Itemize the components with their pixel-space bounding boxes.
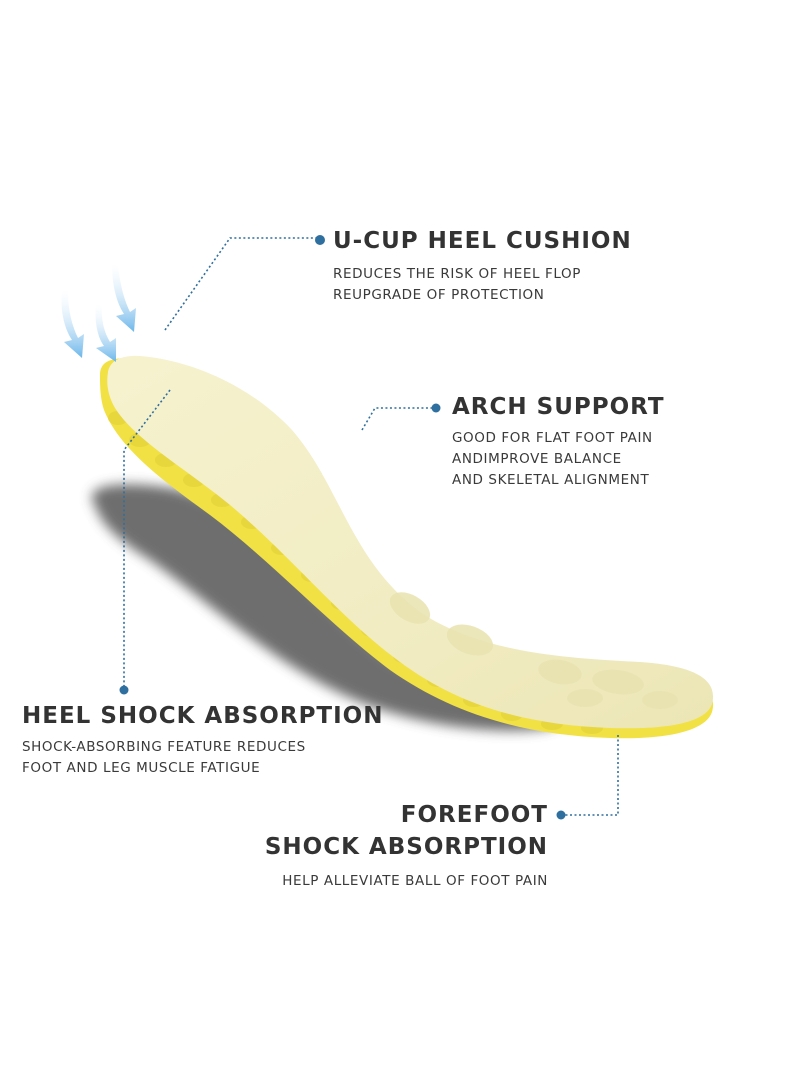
feature-description: HELP ALLEVIATE BALL OF FOOT PAIN — [265, 871, 548, 892]
feature-description: SHOCK-ABSORBING FEATURE REDUCES FOOT AND… — [22, 737, 383, 779]
description-line: GOOD FOR FLAT FOOT PAIN — [452, 430, 653, 446]
feature-arch-support: ARCH SUPPORT GOOD FOR FLAT FOOT PAIN AND… — [452, 394, 665, 491]
feature-heel-cushion: U-CUP HEEL CUSHION REDUCES THE RISK OF H… — [333, 228, 632, 306]
dot-icon — [119, 235, 566, 820]
feature-title: ARCH SUPPORT — [452, 394, 665, 420]
feature-title: HEEL SHOCK ABSORPTION — [22, 703, 384, 729]
feature-forefoot-shock-absorption: FOREFOOT SHOCK ABSORPTION HELP ALLEVIATE… — [265, 799, 548, 892]
feature-title: U-CUP HEEL CUSHION — [333, 228, 632, 254]
feature-description: GOOD FOR FLAT FOOT PAIN ANDIMPROVE BALAN… — [452, 428, 665, 491]
embossed-pads — [389, 592, 678, 709]
insole-top-surface — [107, 355, 714, 729]
description-line: HELP ALLEVIATE BALL OF FOOT PAIN — [282, 873, 548, 889]
description-line: SHOCK-ABSORBING FEATURE REDUCES — [22, 739, 306, 755]
feature-description: REDUCES THE RISK OF HEEL FLOP REUPGRADE … — [333, 264, 632, 306]
description-line: ANDIMPROVE BALANCE — [452, 451, 622, 467]
feature-heel-shock-absorption: HEEL SHOCK ABSORPTION SHOCK-ABSORBING FE… — [22, 703, 383, 779]
description-line: REDUCES THE RISK OF HEEL FLOP — [333, 266, 581, 282]
leader-lines — [123, 237, 619, 816]
description-line: FOOT AND LEG MUSCLE FATIGUE — [22, 760, 261, 776]
description-line: AND SKELETAL ALIGNMENT — [452, 472, 650, 488]
down-curved-arrow-icon — [61, 264, 136, 362]
feature-title-line: FOREFOOT — [400, 802, 548, 828]
description-line: REUPGRADE OF PROTECTION — [333, 287, 545, 303]
feature-title-line: SHOCK ABSORPTION — [264, 834, 548, 860]
